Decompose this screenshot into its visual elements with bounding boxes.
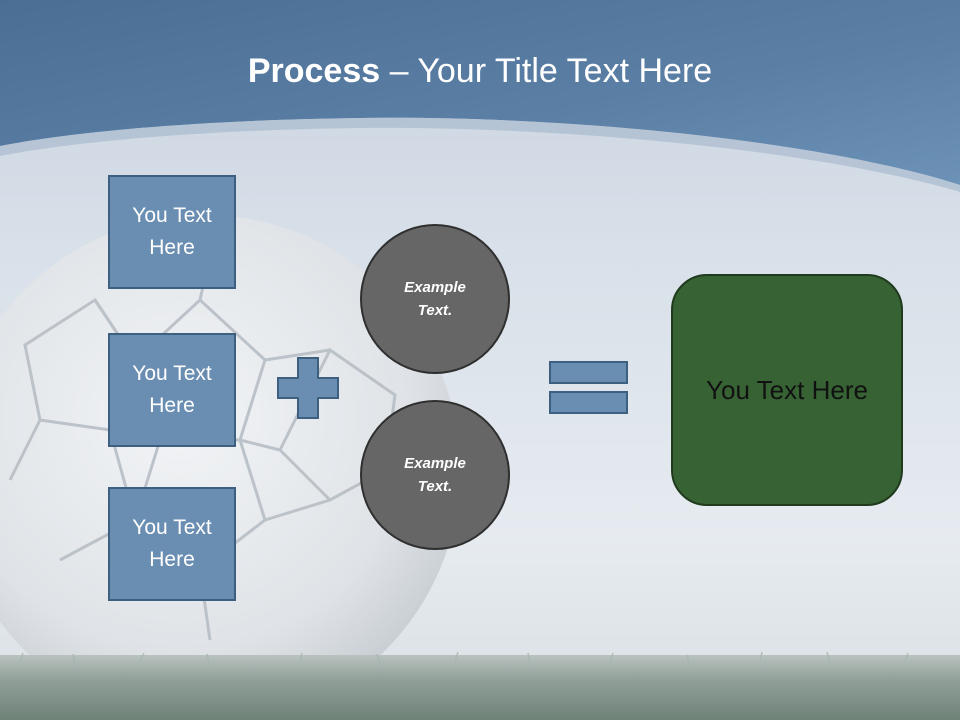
input-box-3[interactable]: You Text Here: [108, 487, 236, 601]
example-circle-1[interactable]: Example Text.: [360, 224, 510, 374]
example-circle-label: Example Text.: [404, 455, 466, 495]
slide-title: Process – Your Title Text Here: [0, 52, 960, 91]
result-box[interactable]: You Text Here: [671, 274, 903, 506]
title-rest: – Your Title Text Here: [380, 52, 713, 90]
input-box-label: You Text Here: [132, 516, 212, 571]
equals-icon: [549, 361, 628, 414]
input-box-label: You Text Here: [132, 362, 212, 417]
input-box-1[interactable]: You Text Here: [108, 175, 236, 289]
input-box-2[interactable]: You Text Here: [108, 333, 236, 447]
plus-icon: [277, 357, 339, 419]
result-box-label: You Text Here: [706, 374, 868, 405]
title-bold: Process: [247, 52, 381, 90]
example-circle-label: Example Text.: [404, 279, 466, 319]
example-circle-2[interactable]: Example Text.: [360, 400, 510, 550]
grass-image: [0, 651, 960, 720]
input-box-label: You Text Here: [132, 204, 212, 259]
